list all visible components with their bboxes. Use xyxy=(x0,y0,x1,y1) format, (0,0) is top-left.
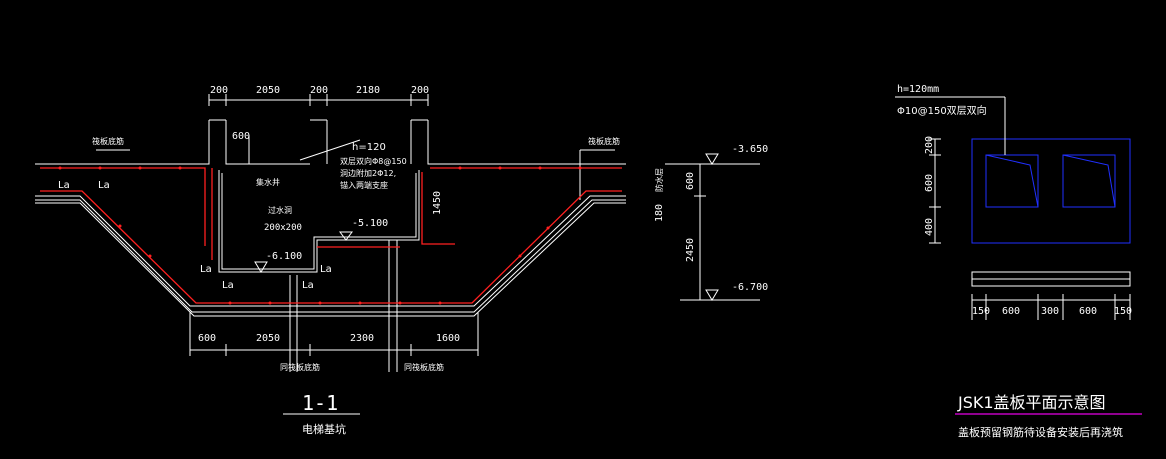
la-4: La xyxy=(222,280,234,291)
right-board-label: 筏板底筋 xyxy=(588,136,620,146)
la-6: La xyxy=(302,280,314,291)
top-dim-200-a: 200 xyxy=(210,85,228,96)
plan-subtitle: 盖板预留钢筋待设备安装后再浇筑 xyxy=(958,425,1123,439)
right-dim-180: 180 xyxy=(654,204,665,222)
rebar-dots xyxy=(58,166,582,305)
plan-left-dim-200: 200 xyxy=(924,136,935,154)
pit-outer-bottom xyxy=(35,195,626,307)
section-rebar xyxy=(40,167,622,304)
top-dim-200-b: 200 xyxy=(310,85,328,96)
plan-bottom-dim-300: 300 xyxy=(1041,306,1059,317)
ladder-size: 200x200 xyxy=(264,223,302,233)
slab-note-1: 双层双向Φ8@150 xyxy=(340,156,407,166)
pit-top-profile xyxy=(35,120,626,165)
opening-note: h=120 xyxy=(352,142,386,153)
opening-right xyxy=(1062,154,1116,208)
plan-left-dim-600: 600 xyxy=(924,174,935,192)
dim-600-top: 600 xyxy=(232,131,250,142)
plan-drawing xyxy=(895,96,1142,415)
right-dim-2450: 2450 xyxy=(685,238,696,262)
bottom-dim-2300: 2300 xyxy=(350,333,374,344)
pit-inner-wall-2 xyxy=(221,173,417,270)
plan-bottom-dim-150a: 150 xyxy=(972,306,990,317)
section-subtitle: 电梯基坑 xyxy=(302,422,346,436)
pit-outer-bottom-2 xyxy=(35,199,626,313)
top-dim-200-c: 200 xyxy=(411,85,429,96)
pit-inner-wall xyxy=(218,170,420,273)
bottom-dim-600: 600 xyxy=(198,333,216,344)
plan-bottom-dim-600b: 600 xyxy=(1079,306,1097,317)
la-1: La xyxy=(58,180,70,191)
slab-note-3: 锚入两端支座 xyxy=(340,180,388,190)
la-5: La xyxy=(320,264,332,275)
right-dim-1450: 1450 xyxy=(432,191,443,215)
la-3: La xyxy=(200,264,212,275)
opening-left xyxy=(985,154,1039,208)
section-drawing xyxy=(35,94,760,415)
section-texts: 200 2050 200 2180 200 600 2050 2300 1600… xyxy=(58,85,768,436)
plan-left-dim-400: 400 xyxy=(924,218,935,236)
bottom-dim-2050: 2050 xyxy=(256,333,280,344)
bottom-right-rebar: 同筏板底筋 xyxy=(404,362,444,372)
water-stop-label: 防水层 xyxy=(654,168,664,192)
plan-bottom-dim-600a: 600 xyxy=(1002,306,1020,317)
plan-title: JSK1盖板平面示意图 xyxy=(957,393,1106,412)
elev-6100: -6.100 xyxy=(266,251,302,262)
top-dim-2180: 2180 xyxy=(356,85,380,96)
cover-plate xyxy=(971,138,1131,244)
top-dim-2050: 2050 xyxy=(256,85,280,96)
pit-outer-bottom-3 xyxy=(35,202,626,317)
bottom-left-rebar: 同筏板底筋 xyxy=(280,362,320,372)
plan-rebar-note: Φ10@150双层双向 xyxy=(897,104,987,117)
elev-5100: -5.100 xyxy=(352,218,388,229)
la-2: La xyxy=(98,180,110,191)
elev-3650: -3.650 xyxy=(732,144,768,155)
bottom-dim-1600: 1600 xyxy=(436,333,460,344)
section-title: 1-1 xyxy=(302,391,338,415)
left-board-label: 筏板底筋 xyxy=(92,136,124,146)
collector-label: 集水井 xyxy=(256,177,280,187)
right-dim-600: 600 xyxy=(685,172,696,190)
plan-h-note: h=120mm xyxy=(897,84,939,95)
ladder-label: 过水洞 xyxy=(268,205,292,215)
elev-6700: -6.700 xyxy=(732,282,768,293)
plan-bottom-dim-150b: 150 xyxy=(1114,306,1132,317)
plan-texts: h=120mm Φ10@150双层双向 200 600 400 150 600 … xyxy=(897,84,1132,439)
slab-note-2: 洞边附加2Φ12, xyxy=(340,168,396,178)
